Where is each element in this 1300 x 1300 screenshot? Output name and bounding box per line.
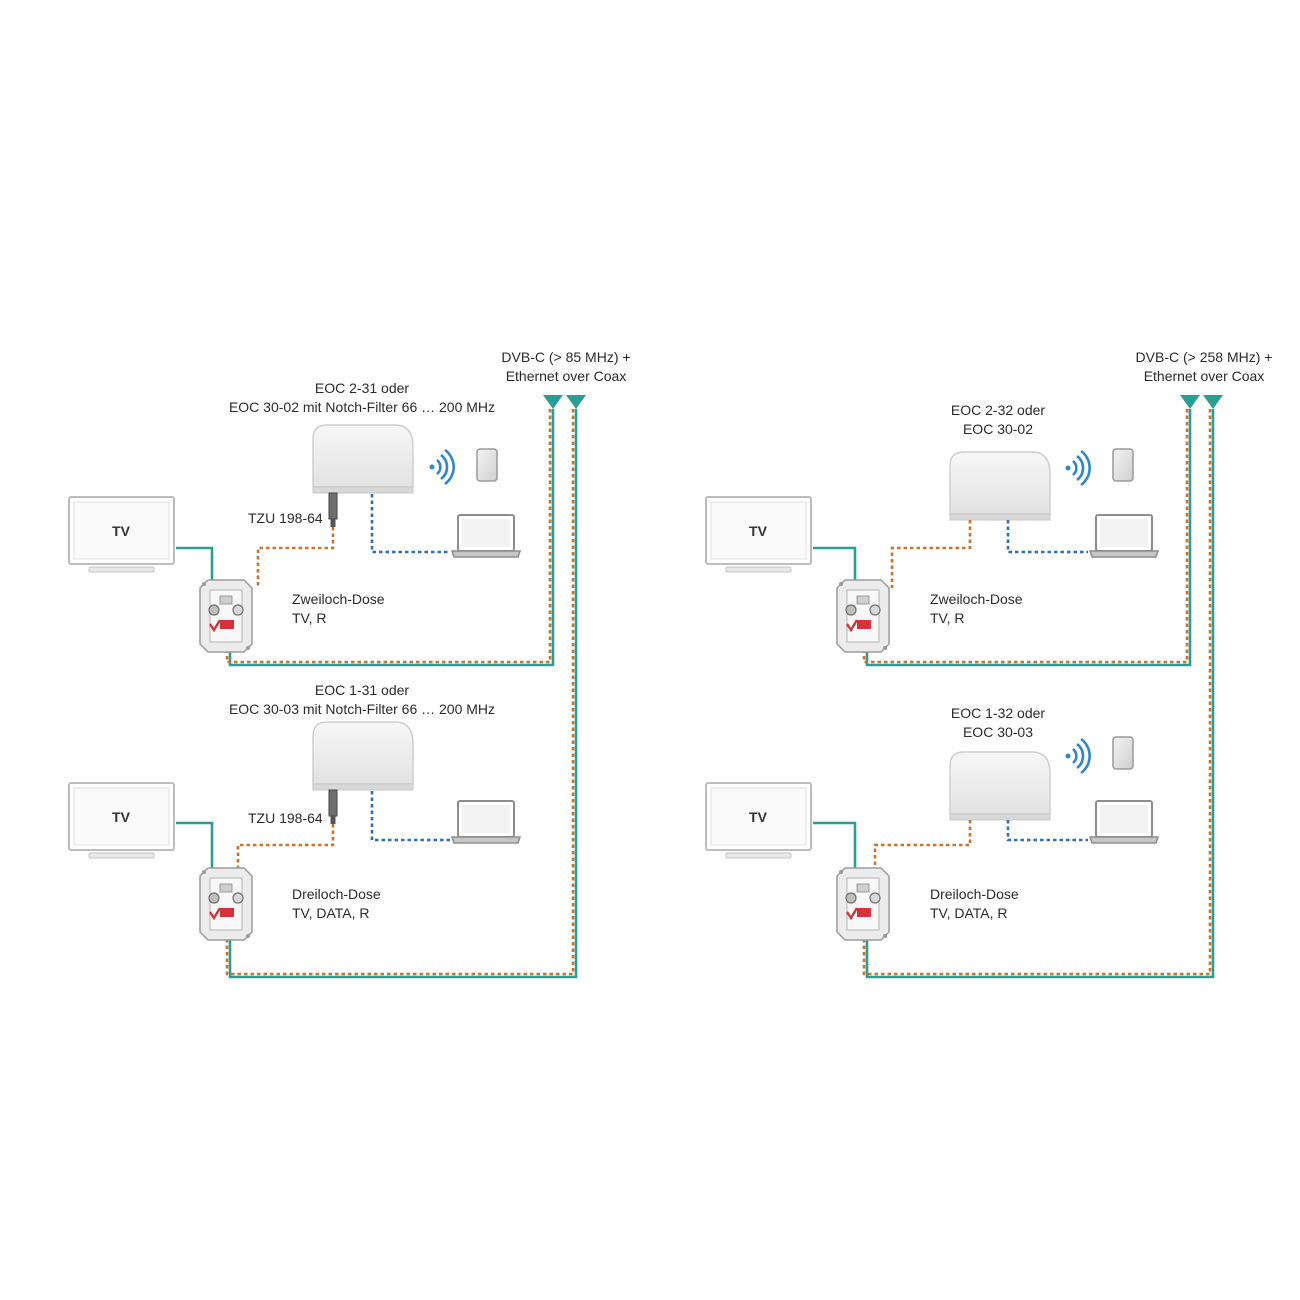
left-bottom-eoc-label-line1: EOC 1-31 oder <box>315 682 409 698</box>
left-top-socket <box>198 578 254 654</box>
right-diagram: DVB-C (> 258 MHz) + Ethernet over Coax E… <box>705 349 1273 979</box>
right-bottom-socket <box>835 866 891 942</box>
left-bottom-coax-line <box>228 409 578 979</box>
left-bottom-tv-label: TV <box>112 809 131 825</box>
left-bottom-filter-label: TZU 198-64 <box>248 810 323 826</box>
left-bottom-socket <box>198 866 254 942</box>
left-bottom-laptop-icon <box>451 800 521 844</box>
right-feed-connector-2 <box>1203 395 1223 409</box>
left-top-phone-icon <box>476 448 498 482</box>
right-bottom-box-line <box>873 820 972 880</box>
left-top-laptop-icon <box>451 514 521 558</box>
right-top-socket-label-line2: TV, R <box>930 610 965 626</box>
right-feed-label-line2: Ethernet over Coax <box>1144 368 1265 384</box>
left-bottom-eoc-device <box>312 721 414 791</box>
left-feed-label-line2: Ethernet over Coax <box>506 368 627 384</box>
right-top-wifi-icon <box>1064 449 1091 487</box>
right-top-eoc-label-line2: EOC 30-02 <box>963 421 1033 437</box>
left-bottom-eoc-label-line2: EOC 30-03 mit Notch-Filter 66 … 200 MHz <box>229 701 495 717</box>
right-top-tv-label: TV <box>749 523 768 539</box>
right-bottom-laptop-icon <box>1089 800 1159 844</box>
left-top-eoc-label-line1: EOC 2-31 oder <box>315 380 409 396</box>
left-feed-connector-2 <box>566 395 586 409</box>
left-feed-label-line1: DVB-C (> 85 MHz) + <box>501 349 630 365</box>
right-bottom-socket-label-line2: TV, DATA, R <box>930 905 1008 921</box>
left-bottom-filter-line <box>236 824 335 880</box>
right-bottom-eoc-label-line2: EOC 30-03 <box>963 724 1033 740</box>
left-top-filter-label: TZU 198-64 <box>248 510 323 526</box>
right-bottom-socket-label-line1: Dreiloch-Dose <box>930 886 1019 902</box>
right-top-phone-icon <box>1112 448 1134 482</box>
right-top-socket <box>835 578 891 654</box>
left-top-row: EOC 2-31 oder EOC 30-02 mit Notch-Filter… <box>68 380 521 654</box>
right-bottom-lan-line <box>1006 820 1088 842</box>
right-bottom-eoc-line <box>862 409 1212 976</box>
left-bottom-filter-device <box>328 789 338 825</box>
right-top-laptop-icon <box>1089 514 1159 558</box>
right-bottom-wifi-icon <box>1064 737 1091 775</box>
right-bottom-phone-icon <box>1112 736 1134 770</box>
right-bottom-tv-label: TV <box>749 809 768 825</box>
right-top-row: EOC 2-32 oder EOC 30-02 TV Zweiloch-Dose… <box>705 402 1159 654</box>
left-top-socket-label-line2: TV, R <box>292 610 327 626</box>
right-bottom-eoc-device <box>949 751 1051 821</box>
left-top-eoc-device <box>312 424 414 494</box>
left-top-filter-line <box>256 527 335 588</box>
right-top-eoc-label-line1: EOC 2-32 oder <box>951 402 1045 418</box>
left-top-lan-line <box>370 494 450 554</box>
left-top-filter-device <box>328 492 338 528</box>
left-top-socket-label-line1: Zweiloch-Dose <box>292 591 385 607</box>
right-feed-connector-1 <box>1180 395 1200 409</box>
left-diagram: DVB-C (> 85 MHz) + Ethernet over Coax EO… <box>68 349 631 979</box>
left-bottom-eoc-line <box>225 409 575 976</box>
right-bottom-coax-line <box>865 409 1215 979</box>
left-bottom-lan-line <box>370 791 450 842</box>
right-top-lan-line <box>1006 520 1088 554</box>
right-top-socket-label-line1: Zweiloch-Dose <box>930 591 1023 607</box>
right-top-eoc-device <box>949 451 1051 521</box>
right-bottom-row: EOC 1-32 oder EOC 30-03 TV Dreiloch-Dose… <box>705 705 1159 942</box>
left-top-wifi-icon <box>428 448 455 486</box>
right-feed-label-line1: DVB-C (> 258 MHz) + <box>1136 349 1273 365</box>
left-top-eoc-label-line2: EOC 30-02 mit Notch-Filter 66 … 200 MHz <box>229 399 495 415</box>
right-top-box-line <box>890 520 972 588</box>
left-bottom-socket-label-line2: TV, DATA, R <box>292 905 370 921</box>
left-feed-connector-1 <box>543 395 563 409</box>
left-top-tv-label: TV <box>112 523 131 539</box>
right-bottom-eoc-label-line1: EOC 1-32 oder <box>951 705 1045 721</box>
left-bottom-socket-label-line1: Dreiloch-Dose <box>292 886 381 902</box>
left-bottom-row: EOC 1-31 oder EOC 30-03 mit Notch-Filter… <box>68 682 521 942</box>
